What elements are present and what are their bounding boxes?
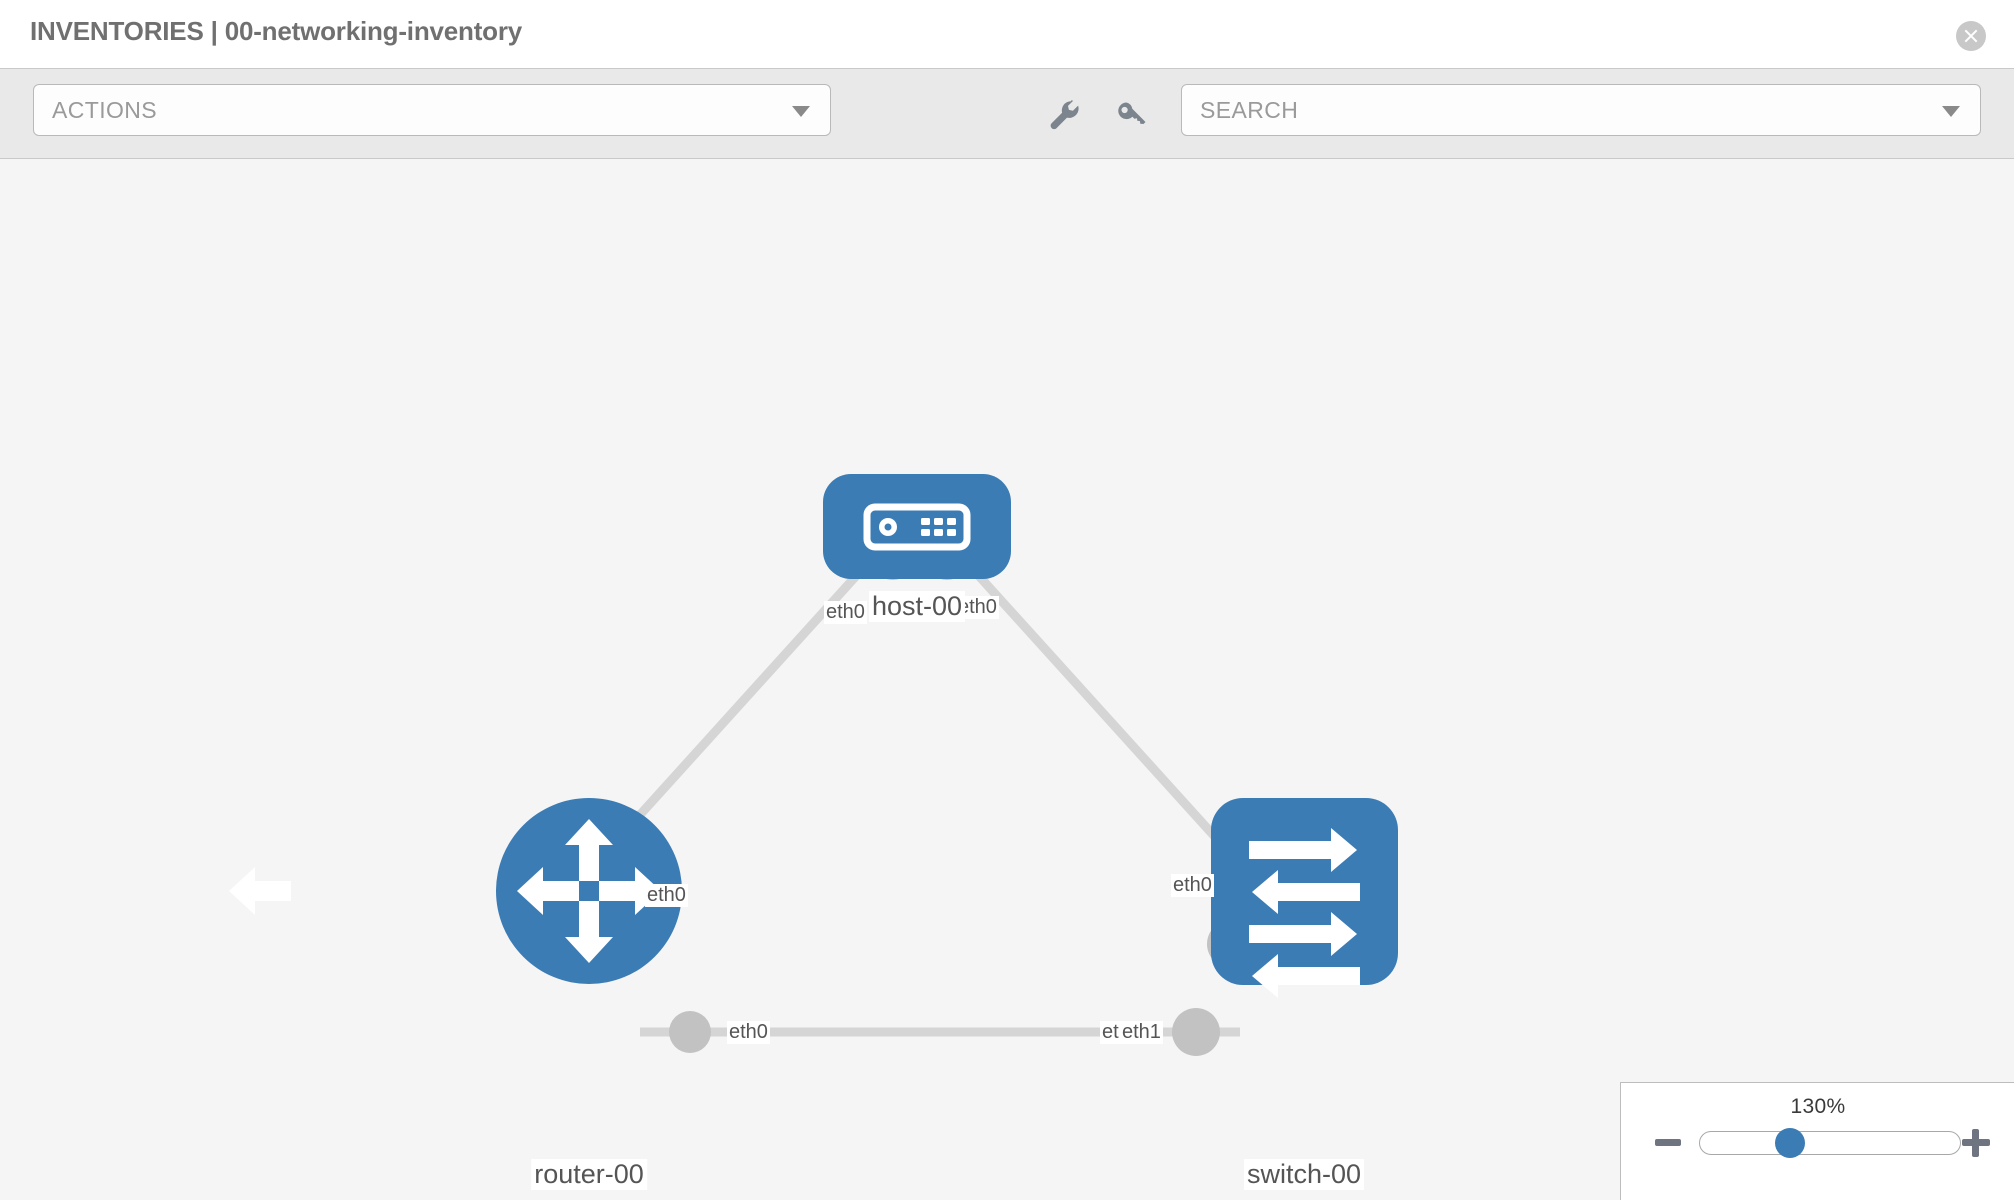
zoom-in-button[interactable] <box>1962 1129 1990 1157</box>
actions-dropdown[interactable]: ACTIONS <box>33 84 831 136</box>
node-label-host-00: host-00 <box>868 591 966 622</box>
topology-graph <box>229 474 1398 1056</box>
chevron-down-icon <box>792 106 810 117</box>
router-arrows-icon <box>229 819 661 963</box>
node-router-00 <box>229 798 682 984</box>
iface-label: eth0 <box>727 1021 770 1044</box>
iface-label: eth0 <box>956 596 999 619</box>
wrench-icon[interactable] <box>1046 97 1082 133</box>
iface-label: eth0 <box>824 601 867 624</box>
zoom-slider-thumb[interactable] <box>1775 1128 1805 1158</box>
search-placeholder: SEARCH <box>1200 97 1299 123</box>
server-icon <box>863 503 971 551</box>
node-label-router-00: router-00 <box>531 1159 647 1190</box>
page-title: INVENTORIES | 00-networking-inventory <box>30 16 523 46</box>
link-host00-router00 <box>596 540 889 863</box>
zoom-out-button[interactable] <box>1655 1139 1681 1146</box>
actions-dropdown-label: ACTIONS <box>52 97 158 123</box>
chevron-down-icon[interactable] <box>1942 106 1960 117</box>
close-icon[interactable] <box>1956 21 1986 51</box>
node-switch-00 <box>1211 798 1398 998</box>
page-header: INVENTORIES | 00-networking-inventory <box>0 0 2014 68</box>
node-host-00 <box>823 474 1011 579</box>
iface-label: eth1 <box>1120 1021 1163 1044</box>
switch-arrows-icon <box>1249 828 1360 998</box>
iface-label: eth0 <box>1171 874 1214 897</box>
port-router00-right <box>669 1011 711 1053</box>
link-host00-switch00 <box>946 540 1239 863</box>
toolbar: ACTIONS SEARCH <box>0 68 2014 159</box>
zoom-control-panel: 130% <box>1620 1082 2014 1200</box>
server-vents-icon <box>921 518 956 536</box>
topology-canvas[interactable]: eth0 eth0 eth0 eth0 eth0 eth eth1 host-0… <box>0 159 2014 1200</box>
iface-label: eth0 <box>645 884 688 907</box>
port-switch00-left <box>1172 1008 1220 1056</box>
node-label-switch-00: switch-00 <box>1243 1159 1365 1190</box>
zoom-slider-track[interactable] <box>1699 1131 1961 1155</box>
search-input[interactable]: SEARCH <box>1181 84 1981 136</box>
zoom-level-value: 130% <box>1790 1095 1846 1118</box>
key-icon[interactable] <box>1113 97 1149 133</box>
